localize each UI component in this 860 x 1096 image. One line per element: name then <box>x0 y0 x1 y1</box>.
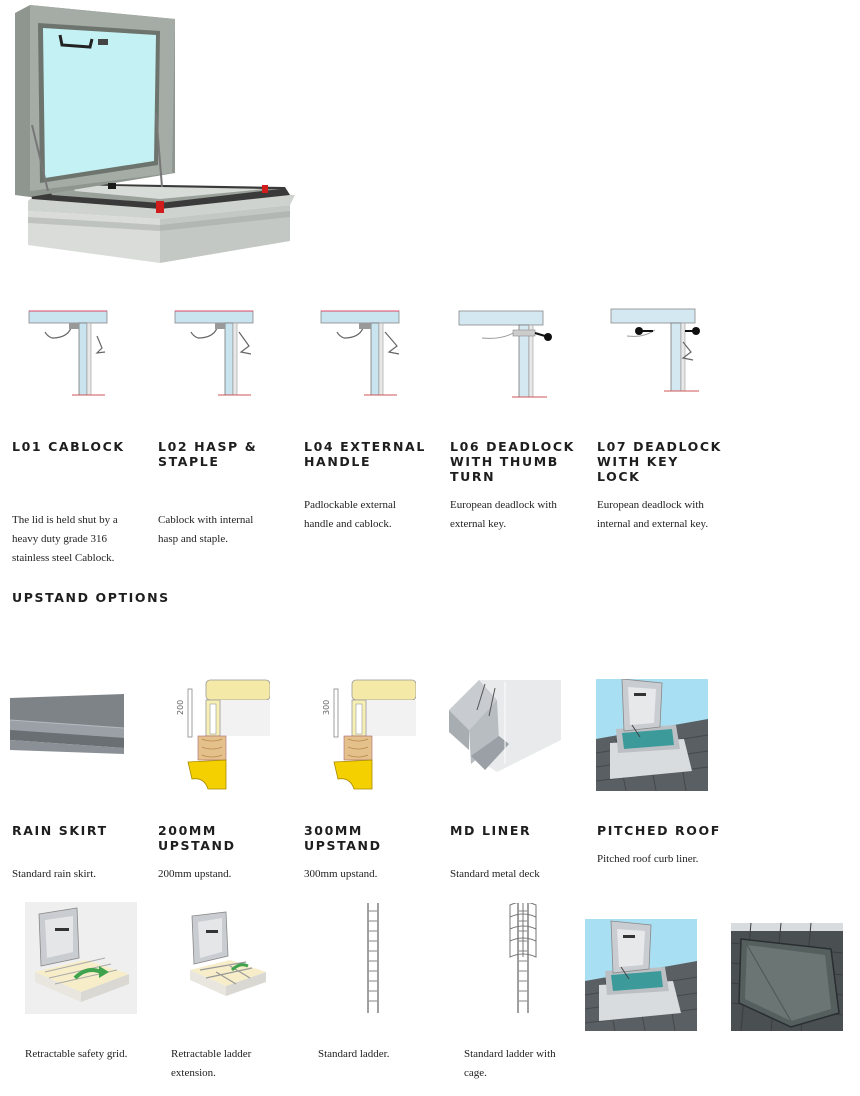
upstand-desc-rain-skirt: Standard rain skirt. <box>12 868 97 880</box>
accessory-desc-safety-grid: Retractable safety grid. <box>25 1048 128 1060</box>
lock-desc-l06: European deadlock with external key. <box>450 499 557 530</box>
upstand-title-rain-skirt: RAIN SKIRT <box>12 823 108 838</box>
lock-diagram-l02 <box>173 308 258 400</box>
lock-title-l06: L06 DEADLOCK WITH THUMB TURN <box>450 439 575 484</box>
upstand-desc-pitched-roof: Pitched roof curb liner. <box>597 853 699 865</box>
lock-diagram-l07 <box>609 306 709 401</box>
lock-desc-l01: The lid is held shut by a heavy duty gra… <box>12 514 118 564</box>
upstand-300-dimension: 300 <box>322 700 331 715</box>
retractable-safety-grid-image <box>25 902 137 1014</box>
upstand-200-dimension: 200 <box>176 700 185 715</box>
upstand-title-200mm: 200MM UPSTAND <box>158 823 236 853</box>
upstand-options-heading: UPSTAND OPTIONS <box>12 590 170 605</box>
lock-diagram-l01 <box>27 308 112 400</box>
upstand-desc-300mm: 300mm upstand. <box>304 868 378 880</box>
accessory-desc-ladder-with-cage: Standard ladder with cage. <box>464 1048 556 1079</box>
upstand-300-diagram: 300 <box>314 677 416 792</box>
rain-skirt-image <box>10 694 124 760</box>
standard-ladder-image <box>364 903 384 1013</box>
upstand-title-300mm: 300MM UPSTAND <box>304 823 382 853</box>
lock-title-l04: L04 EXTERNAL HANDLE <box>304 439 426 469</box>
upstand-title-md-liner: MD LINER <box>450 823 532 838</box>
lock-title-l07: L07 DEADLOCK WITH KEY LOCK <box>597 439 722 484</box>
flush-roof-hatch-photo <box>731 923 843 1031</box>
md-liner-image <box>449 680 561 772</box>
lock-desc-l04: Padlockable external handle and cablock. <box>304 499 396 530</box>
lock-desc-l02: Cablock with internal hasp and staple. <box>158 514 254 545</box>
lock-title-l02: L02 HASP & STAPLE <box>158 439 258 469</box>
accessory-desc-standard-ladder: Standard ladder. <box>318 1048 390 1060</box>
hero-roof-hatch-image <box>10 5 295 267</box>
pitched-roof-hatch-photo <box>585 919 697 1031</box>
lock-desc-l07: European deadlock with internal and exte… <box>597 499 709 530</box>
lock-diagram-l06 <box>457 308 557 403</box>
standard-ladder-with-cage-image <box>506 903 540 1013</box>
upstand-title-pitched-roof: PITCHED ROOF <box>597 823 721 838</box>
upstand-desc-md-liner: Standard metal deck <box>450 868 540 880</box>
lock-title-l01: L01 CABLOCK <box>12 439 125 454</box>
accessory-desc-ladder-extension: Retractable ladder extension. <box>171 1048 252 1079</box>
pitched-roof-image <box>596 679 708 791</box>
upstand-desc-200mm: 200mm upstand. <box>158 868 232 880</box>
lock-diagram-l04 <box>319 308 404 400</box>
upstand-200-diagram: 200 <box>168 677 270 792</box>
retractable-ladder-extension-image <box>186 910 268 1002</box>
